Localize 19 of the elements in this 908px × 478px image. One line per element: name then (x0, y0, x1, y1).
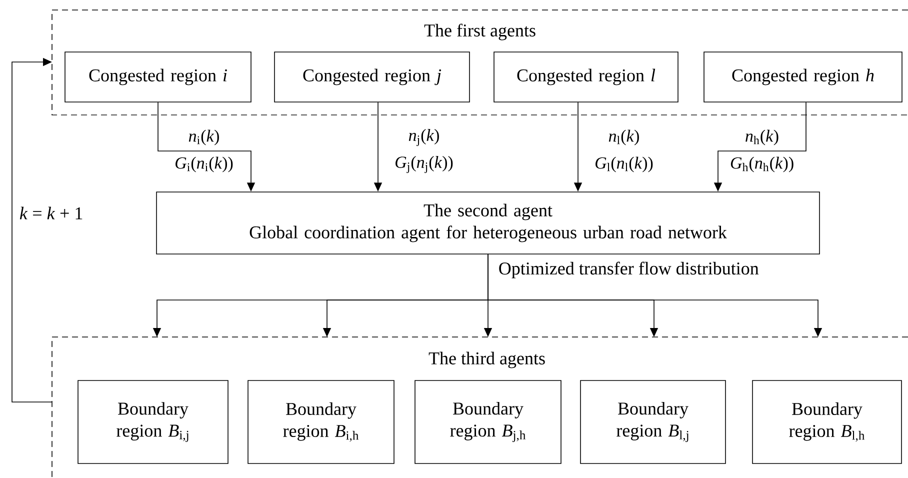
group-title: The first agents (424, 24, 536, 40)
region-box: Boundary region B$_{i,h}$ (248, 380, 394, 464)
region-box: Boundary region B$_{i,j}$ (78, 380, 228, 464)
region-box: The second agent Global coordination agent for heterogeneous urban road network (156, 192, 820, 254)
region-box: Boundary region B$_{l,h}$ (752, 380, 902, 464)
edge-label: n$_{l}$(k) G$_{l}$(n$_{l}$(k)) (596, 130, 653, 172)
edge-label: k = k + 1 (18, 206, 84, 220)
region-box: Congested region l (494, 52, 678, 102)
group-title: The third agents (428, 352, 545, 368)
arrow (12, 58, 52, 402)
region-box: Boundary region B$_{l,j}$ (580, 380, 726, 464)
region-box: Congested region i (64, 52, 252, 102)
region-box: Congested region h (704, 52, 902, 102)
region-box: Boundary region B$_{j,h}$ (414, 380, 562, 464)
edge-label: n$_{j}$(k) G$_{j}$(n$_{j}$(k)) (396, 129, 453, 173)
edge-label: Optimized transfer flow distribution (497, 260, 760, 280)
region-box: Congested region j (274, 52, 470, 102)
edge-label: n$_{i}$(k) G$_{i}$(n$_{i}$(k)) (176, 130, 233, 172)
edge-label: n$_{h}$(k) G$_{h}$(n$_{h}$(k)) (730, 130, 794, 172)
